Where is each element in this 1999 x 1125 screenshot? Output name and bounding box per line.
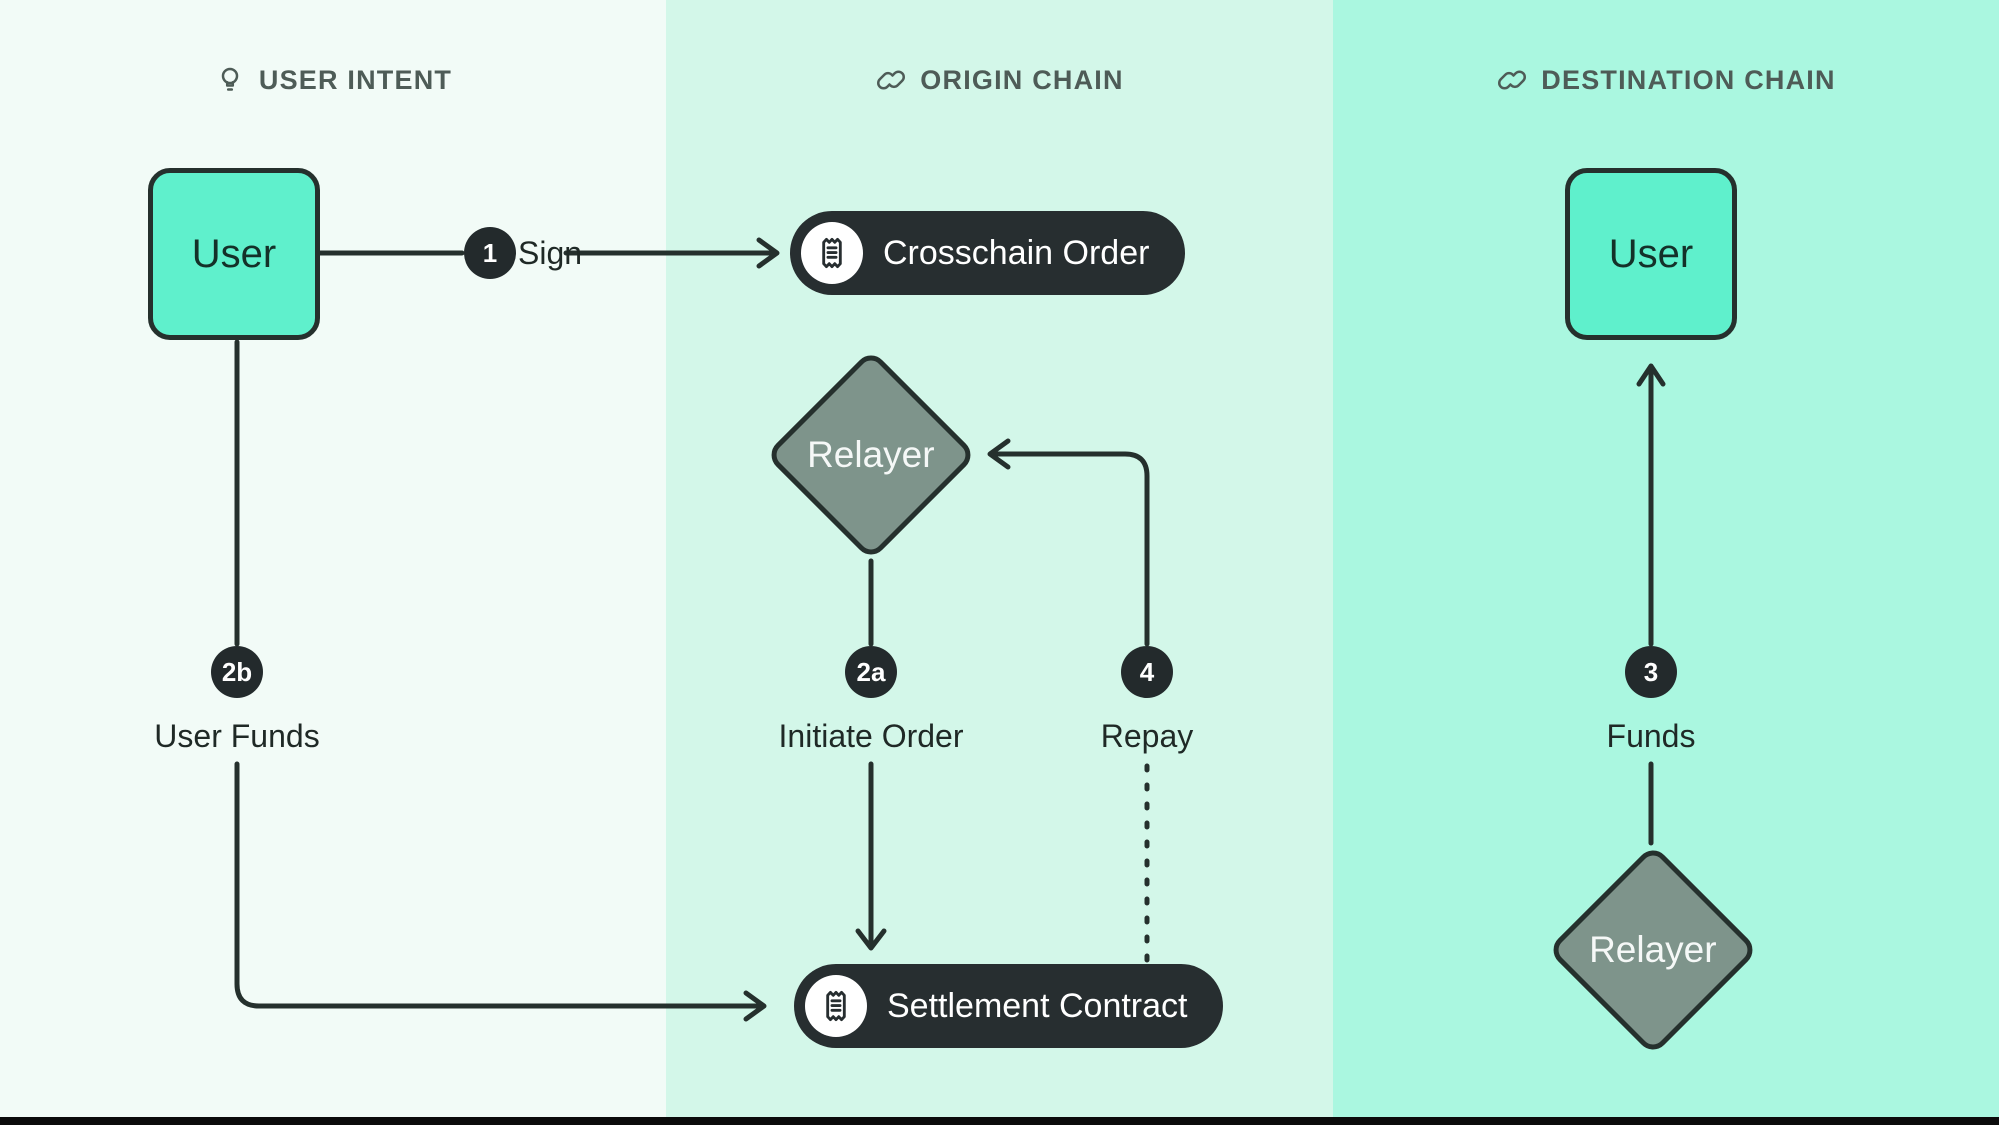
- settlement-contract-label: Settlement Contract: [887, 986, 1188, 1025]
- badge-number: 3: [1643, 656, 1659, 687]
- header-label: ORIGIN CHAIN: [920, 64, 1124, 95]
- step-badge-1: 1: [464, 227, 516, 279]
- arrowhead-up-icon: [1636, 363, 1666, 387]
- step-label-user-funds: User Funds: [154, 718, 320, 754]
- chain-link-icon: [877, 70, 906, 90]
- step-badge-2a: 2a: [845, 646, 897, 698]
- crosschain-order-label: Crosschain Order: [883, 233, 1150, 272]
- user-node-label: User: [1608, 231, 1694, 276]
- lightbulb-icon: [221, 67, 239, 91]
- step-label-sign: Sign: [518, 235, 583, 271]
- step-label-initiate-order: Initiate Order: [778, 718, 964, 754]
- line-repay-to-relayer: [993, 451, 1150, 647]
- header-origin-chain: ORIGIN CHAIN: [666, 56, 1333, 104]
- relayer-node-label: Relayer: [807, 434, 935, 475]
- arrowhead-right-icon: [743, 990, 767, 1022]
- relayer-node-label: Relayer: [1589, 929, 1717, 970]
- step-badge-3: 3: [1625, 646, 1677, 698]
- step-label-funds: Funds: [1606, 718, 1696, 754]
- badge-number: 1: [482, 237, 498, 268]
- arrowhead-down-icon: [855, 928, 887, 951]
- header-destination-chain: DESTINATION CHAIN: [1333, 56, 1999, 104]
- arrowhead-left-icon: [987, 438, 1011, 470]
- line-userfunds-to-settlement: [234, 761, 765, 1009]
- badge-number: 2a: [856, 656, 886, 687]
- step-label-repay: Repay: [1100, 718, 1194, 754]
- user-node-destination: User: [1565, 168, 1737, 340]
- column-origin-chain: [666, 0, 1333, 1125]
- crosschain-order-pill: Crosschain Order: [790, 211, 1186, 295]
- header-label: DESTINATION CHAIN: [1541, 64, 1836, 95]
- settlement-contract-pill: Settlement Contract: [794, 964, 1224, 1048]
- step-badge-4: 4: [1121, 646, 1173, 698]
- header-user-intent: USER INTENT: [0, 56, 666, 104]
- header-label: USER INTENT: [258, 64, 453, 95]
- user-node-origin: User: [148, 168, 320, 340]
- column-user-intent: [0, 0, 666, 1125]
- chain-link-icon: [1498, 70, 1527, 90]
- badge-number: 2b: [221, 656, 253, 687]
- receipt-icon: [801, 222, 863, 284]
- user-node-label: User: [191, 231, 277, 276]
- arrowhead-right-icon: [756, 237, 780, 269]
- step-badge-2b: 2b: [211, 646, 263, 698]
- bottom-bar: [0, 1117, 1999, 1125]
- badge-number: 4: [1139, 656, 1155, 687]
- receipt-icon: [805, 975, 867, 1037]
